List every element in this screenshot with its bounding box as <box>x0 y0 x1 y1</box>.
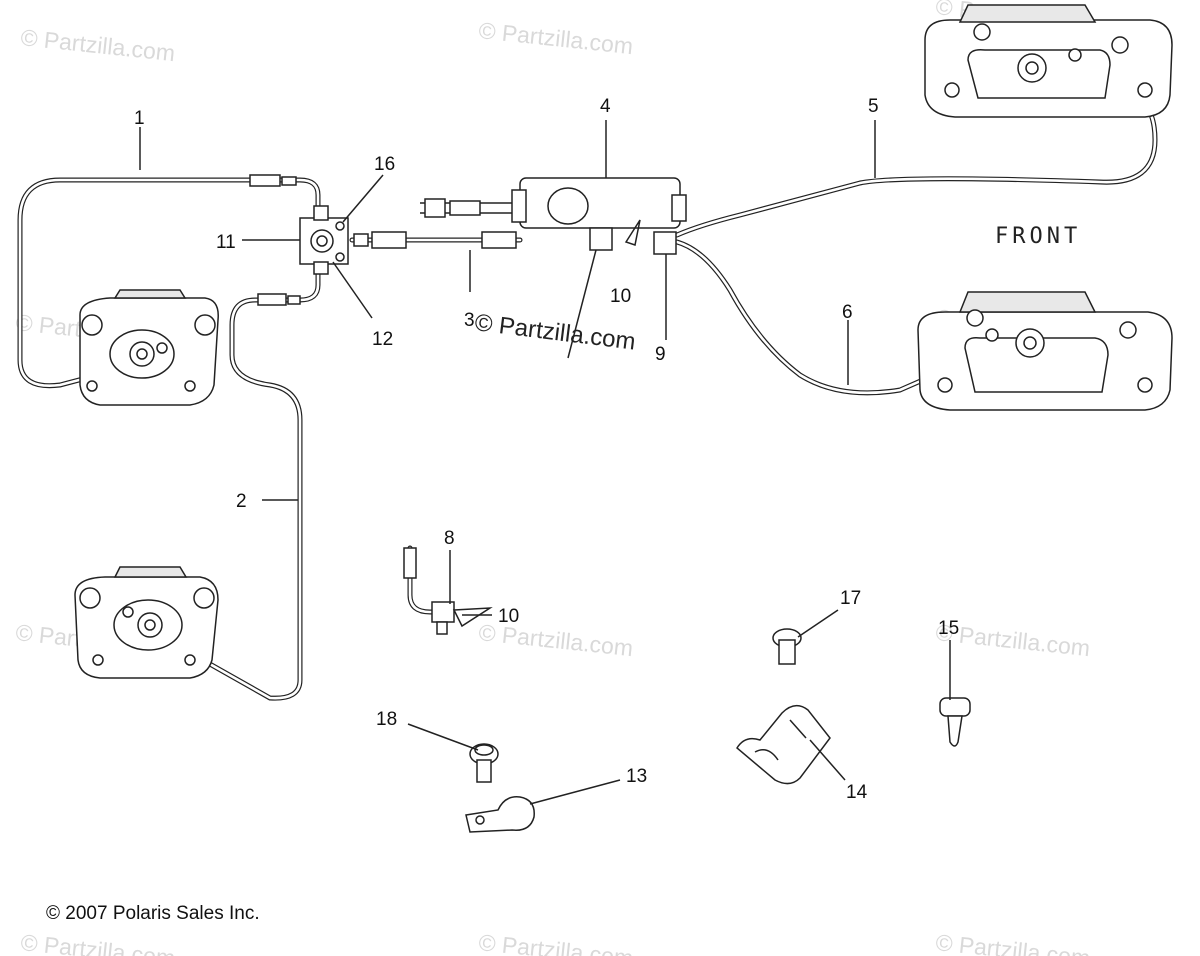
brake-switch-8 <box>403 545 493 635</box>
hose-fitting <box>281 176 297 186</box>
hose-fitting <box>481 231 517 249</box>
watermark: © Partzilla.com <box>19 929 176 956</box>
switch-spade <box>624 219 641 246</box>
callout-2: 2 <box>236 491 247 512</box>
clip-14 <box>736 704 831 785</box>
callout-16: 16 <box>374 154 395 175</box>
master-cylinder-body <box>519 177 681 229</box>
callout-13: 13 <box>626 766 647 787</box>
screw-17 <box>772 628 802 665</box>
front-caliper-lower <box>917 291 1173 411</box>
connector-15 <box>939 697 971 747</box>
leader-13 <box>529 779 621 805</box>
callout-18: 18 <box>376 709 397 730</box>
callout-3: 3 <box>464 310 475 331</box>
callout-17: 17 <box>840 588 861 609</box>
hose-fitting <box>249 174 281 187</box>
hose-fitting <box>257 293 287 306</box>
callout-labels: 1 2 3 4 5 6 8 9 10 10 11 12 13 14 15 16 … <box>134 96 959 803</box>
rear-caliper-upper <box>79 289 219 406</box>
leader-14 <box>809 739 846 781</box>
watermark: © Partzilla.com <box>934 929 1091 956</box>
watermark: © Partzilla.com <box>19 24 176 66</box>
callout-4: 4 <box>600 96 611 117</box>
leader-18 <box>407 723 479 751</box>
front-caliper-upper <box>924 4 1173 118</box>
watermark: © Partzilla.com <box>477 929 634 956</box>
master-cylinder <box>420 177 687 255</box>
bolt-18 <box>469 743 499 783</box>
hose-fitting <box>287 295 301 305</box>
callout-15: 15 <box>938 618 959 639</box>
callout-12: 12 <box>372 329 393 350</box>
reservoir-cap <box>547 187 589 225</box>
leader-12 <box>332 261 373 319</box>
callout-10b: 10 <box>498 606 519 627</box>
callout-9: 9 <box>655 344 666 365</box>
rear-caliper-lower <box>74 566 219 679</box>
outlet-fitting <box>653 231 677 255</box>
hose-fitting <box>371 231 407 249</box>
tee-port-bottom <box>313 261 329 275</box>
callout-1: 1 <box>134 108 145 129</box>
tee-port-top <box>313 205 329 221</box>
brake-distribution-block <box>299 205 349 275</box>
bleeder-screw-16 <box>335 221 345 231</box>
callout-10a: 10 <box>610 286 631 307</box>
leader-16 <box>342 174 384 223</box>
callout-8: 8 <box>444 528 455 549</box>
callout-14: 14 <box>846 782 868 803</box>
watermark-center: © Partzilla.com <box>473 309 637 356</box>
front-label: FRONT <box>995 224 1081 249</box>
switch-fitting <box>589 227 613 251</box>
callout-6: 6 <box>842 302 853 323</box>
leader-lines <box>139 120 951 805</box>
watermarks: © Partzilla.com © Partzilla.com © Partzi… <box>14 0 1091 956</box>
leader-10a <box>567 249 597 359</box>
callout-5: 5 <box>868 96 879 117</box>
p-clamp-13 <box>465 796 535 833</box>
watermark: © Partzilla.com <box>477 17 634 59</box>
callout-11: 11 <box>216 232 236 253</box>
copyright-notice: © 2007 Polaris Sales Inc. <box>46 903 260 924</box>
leader-17 <box>797 609 839 638</box>
hose-fitting <box>353 233 369 247</box>
